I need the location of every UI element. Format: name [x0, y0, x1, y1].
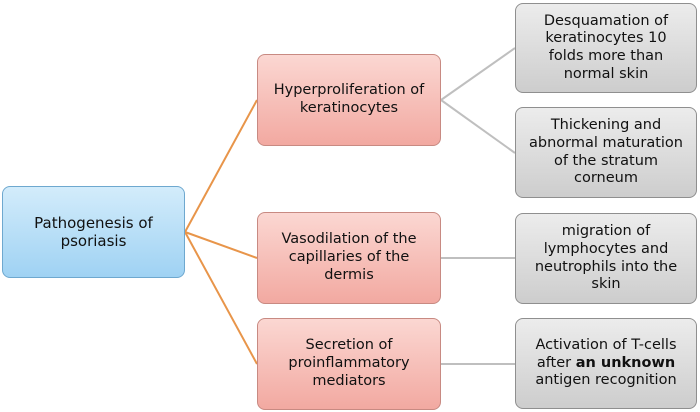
connector-branch-1-to-leaf-1	[440, 47, 516, 101]
leaf-node-label: Thickening and abnormal maturation of th…	[528, 117, 683, 187]
leaf-node-label: Desquamation of keratinocytes 10 folds m…	[543, 12, 669, 82]
leaf-node-migration: migration of lymphocytes and neutrophils…	[515, 213, 697, 304]
branch-node-vasodilation: Vasodilation of the capillaries of the d…	[257, 212, 441, 304]
branch-node-label: Vasodilation of the capillaries of the d…	[281, 231, 417, 283]
branch-node-secretion: Secretion of proinflammatory mediators	[257, 318, 441, 410]
root-node-label: Pathogenesis of psoriasis	[34, 213, 153, 250]
leaf-node-activation: Activation of T-cells after an unknown a…	[515, 318, 697, 409]
connector-root-to-branch-1	[184, 99, 258, 233]
leaf-node-desquamation: Desquamation of keratinocytes 10 folds m…	[515, 3, 697, 93]
connector-root-to-branch-3	[184, 231, 258, 365]
connector-root-to-branch-2	[184, 231, 258, 259]
leaf-node-label: migration of lymphocytes and neutrophils…	[534, 223, 678, 293]
branch-node-label: Hyperproliferation of keratinocytes	[273, 82, 425, 116]
leaf-text-bold: an unknown	[575, 354, 676, 371]
leaf-node-thickening: Thickening and abnormal maturation of th…	[515, 107, 697, 198]
connector-branch-1-to-leaf-2	[440, 99, 516, 154]
root-node: Pathogenesis of psoriasis	[2, 186, 185, 278]
leaf-text-after: antigen recognition	[535, 372, 677, 389]
leaf-text-before: Activation of T-cells after	[535, 336, 677, 371]
branch-node-label: Secretion of proinflammatory mediators	[288, 337, 410, 389]
leaf-node-label: Activation of T-cells after an unknown a…	[526, 337, 686, 390]
branch-node-hyperproliferation: Hyperproliferation of keratinocytes	[257, 54, 441, 146]
